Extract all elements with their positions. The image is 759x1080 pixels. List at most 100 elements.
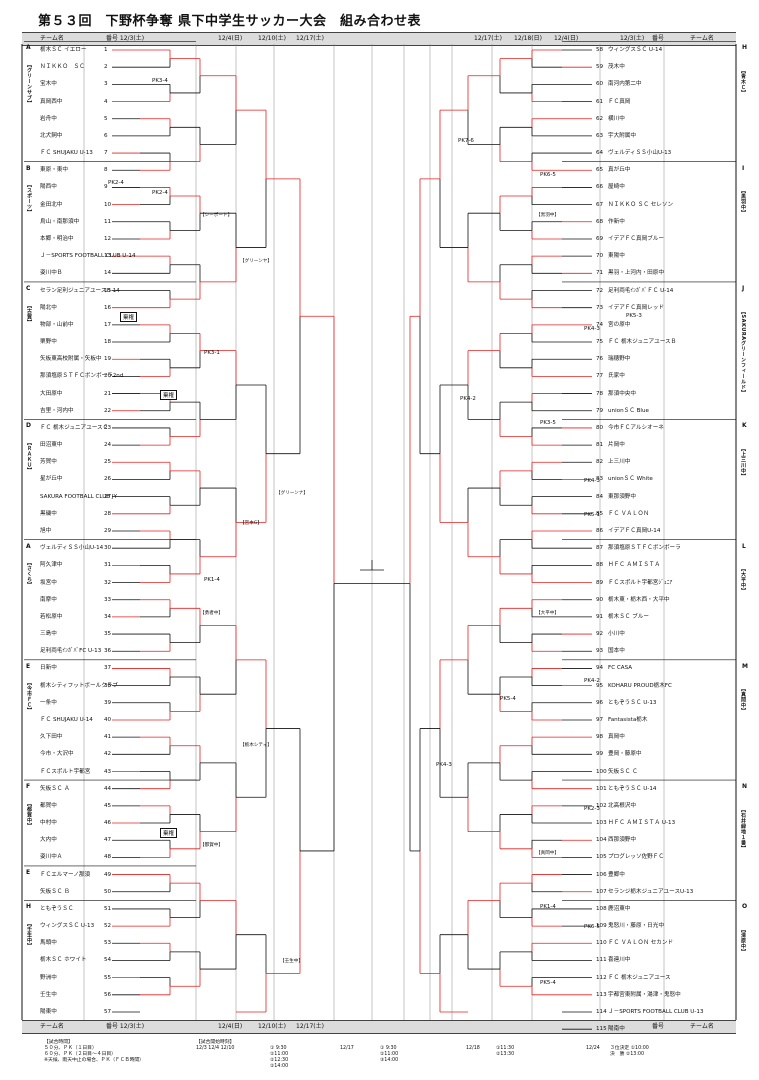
team-name: 作新中 <box>608 218 625 225</box>
team-name: ともぞうＳＣ U-14 <box>608 785 657 792</box>
pk-label: PK4-3 <box>436 762 452 768</box>
section-letter: A <box>26 44 31 52</box>
team-number: 101 <box>596 785 607 792</box>
team-number: 70 <box>596 253 604 260</box>
time: ②14:00 <box>270 1064 289 1069</box>
footer-header-team: チーム名 <box>40 1023 64 1030</box>
team-number: 114 <box>596 1009 607 1015</box>
header-right-num: 番号 <box>652 35 665 42</box>
team-number: 59 <box>596 64 604 71</box>
team-number: 71 <box>596 270 604 277</box>
footer-left-line2: ６０分、ＰＫ（２日目〜４日目） <box>44 1052 116 1057</box>
team-number: 30 <box>104 545 112 552</box>
team-number: 62 <box>596 115 604 122</box>
header-date-l2: 12/10(土) <box>258 35 286 42</box>
team-name: 馬頭中 <box>40 940 57 947</box>
team-number: 8 <box>104 167 108 174</box>
bye-label: 棄権 <box>160 390 178 400</box>
team-name: 栗野中 <box>40 339 57 346</box>
team-number: 64 <box>596 150 604 157</box>
venue-note: 【大平中】 <box>536 611 559 616</box>
team-number: 38 <box>104 682 112 689</box>
team-name: 矢板ＳＣ Ａ <box>40 785 70 792</box>
team-name: 南河内第二中 <box>608 81 642 88</box>
team-name: ＦＣエルマーノ那須 <box>40 871 91 878</box>
venue-note: 【シーポート】 <box>200 213 233 218</box>
section-letter: F <box>26 783 31 791</box>
team-number: 37 <box>104 665 112 672</box>
team-name: 足利両毛ｲﾝｶﾞﾊﾞＦＣ U-14 <box>608 287 674 294</box>
venue-note: 【勇者中】 <box>200 611 223 616</box>
team-name: 阿久津中 <box>40 562 63 569</box>
team-name: 片岡中 <box>608 442 625 449</box>
team-name: 吉里・河内中 <box>40 407 74 414</box>
team-number: 113 <box>596 991 607 998</box>
team-name: 矢板ＳＣ Ｃ <box>608 768 638 775</box>
team-name: 旭中 <box>40 528 52 534</box>
team-name: イデアＦＣ真岡ブルー <box>608 235 664 242</box>
footer-match-time: 【試合時間】 ５０分、ＰＫ（１日目） ６０分、ＰＫ（２日目〜４日目） ※天候、雨… <box>44 1040 144 1064</box>
team-name: 若松原中 <box>40 613 63 620</box>
team-number: 93 <box>596 648 604 655</box>
team-name: 足利両毛ｲﾝｶﾞﾊﾞFC U-13 <box>40 648 102 655</box>
team-number: 48 <box>104 854 112 861</box>
team-name: Ｊ－SPORTS FOOTBALL CLUB U-14 <box>40 253 136 260</box>
team-number: 9 <box>104 184 108 191</box>
team-name: 三島中 <box>40 631 57 638</box>
venue-note: 【宮本G】 <box>240 521 262 526</box>
team-number: 72 <box>596 287 604 294</box>
team-name: ウィングスＳＣ U-14 <box>608 47 663 53</box>
team-name: 姿川中Ａ <box>40 854 63 861</box>
team-name: ヴェルディＳＳ小山U-13 <box>608 150 672 157</box>
team-number: 99 <box>596 751 604 758</box>
team-name: 烏山・南那須中 <box>40 218 80 225</box>
team-number: 112 <box>596 974 607 981</box>
team-name: ウィングスＳＣ U-13 <box>40 923 95 930</box>
team-number: 22 <box>104 407 112 414</box>
header-num: 番号 12/3(土) <box>106 35 145 42</box>
team-number: 77 <box>596 373 604 380</box>
venue-note: 【栃木シティ】 <box>240 743 272 748</box>
header-date-r2: 12/18(日) <box>514 35 542 42</box>
team-name: 都賀中 <box>40 802 57 809</box>
team-number: 15 <box>104 287 112 294</box>
block-label: 【古賀】 <box>26 302 32 325</box>
team-number: 95 <box>596 682 604 689</box>
team-name: 宝木中 <box>40 81 57 88</box>
team-number: 1 <box>104 47 108 53</box>
team-name: ＦＣ ＶＡＬＯＮ セカンド <box>608 940 674 947</box>
team-number: 4 <box>104 98 108 105</box>
section-letter: M <box>742 662 748 670</box>
team-name: セランジ栃木ジュニアユースU-13 <box>608 888 694 895</box>
block-label: 【壬生中】 <box>26 920 32 949</box>
team-name: 那須塩原ＳＴＦＣボンボーラ <box>608 545 681 552</box>
team-name: 北犬飼中 <box>40 132 63 139</box>
block-label: 【さくら】 <box>26 560 32 588</box>
header-bottom: チーム名 番号 12/3(土) 12/4(日) 12/10(土) 12/17(土… <box>22 1020 736 1034</box>
bye-label: 棄権 <box>160 828 178 838</box>
pk-label: PK7-6 <box>458 138 474 144</box>
header-date-r3: 12/4(日) <box>554 35 579 42</box>
team-number: 50 <box>104 888 112 895</box>
team-number: 83 <box>596 476 604 483</box>
team-number: 32 <box>104 579 112 586</box>
team-name: 野洲中 <box>40 974 57 981</box>
team-name: 東那須野中 <box>608 493 636 500</box>
team-name: 那須塩原ＳＴＦＣボンボーラ2nd <box>40 373 124 380</box>
team-number: 103 <box>596 820 607 827</box>
team-number: 17 <box>104 321 112 328</box>
team-name: 日新中 <box>40 665 57 672</box>
block-label: 【上三川中】 <box>740 445 746 479</box>
team-number: 16 <box>104 304 112 311</box>
team-name: 黒磯中 <box>40 510 57 517</box>
pk-label: PK2-4 <box>108 180 124 186</box>
team-name: 喜連川中 <box>608 957 631 964</box>
team-number: 6 <box>104 132 108 139</box>
team-number: 46 <box>104 820 112 827</box>
team-number: 111 <box>596 957 607 964</box>
pk-label: PK4-2 <box>460 396 476 402</box>
team-number: 53 <box>104 940 112 947</box>
team-number: 31 <box>104 562 112 569</box>
header-right-team: チーム名 <box>690 35 714 42</box>
team-number: 19 <box>104 356 112 363</box>
